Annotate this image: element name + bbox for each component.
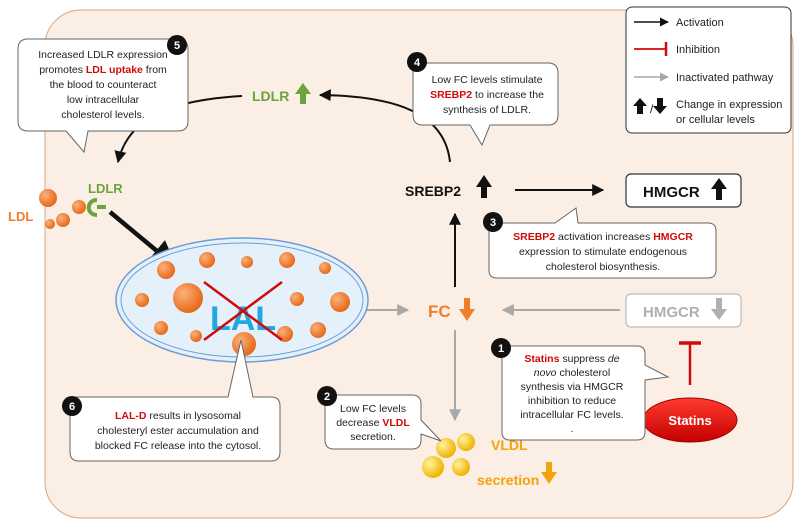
legend-up-arrow-icon bbox=[633, 98, 647, 114]
callout-2-line1: Low FC levels bbox=[340, 403, 406, 415]
srebp2-up-arrow-icon bbox=[476, 175, 492, 198]
legend-change-line2: or cellular levels bbox=[676, 114, 755, 126]
hmgcr-inactive-box bbox=[625, 293, 742, 328]
callout-6-line2: cholesteryl ester accumulation and bbox=[97, 425, 259, 437]
callout-1-badge bbox=[491, 338, 511, 358]
callout-4-line1: Low FC levels stimulate bbox=[432, 74, 543, 86]
callout-5-bubble bbox=[17, 38, 189, 154]
vldl-down-arrow-icon bbox=[541, 462, 557, 484]
ldl-label: LDL bbox=[8, 209, 33, 224]
callout-1-line2: novo cholesterol bbox=[534, 367, 610, 379]
callout-5: 5 Increased LDLR expression promotes LDL… bbox=[17, 35, 189, 154]
vldl-label-line2: secretion bbox=[477, 472, 539, 488]
callout-3-number: 3 bbox=[490, 217, 496, 229]
callout-1-line3: synthesis via HMGCR bbox=[521, 381, 624, 393]
callout-4-number: 4 bbox=[414, 57, 421, 69]
callout-2-line3: secretion. bbox=[350, 431, 396, 443]
callout-2-badge bbox=[317, 386, 337, 406]
callout-1-line5: intracellular FC levels. bbox=[520, 409, 623, 421]
callout-5-number: 5 bbox=[174, 40, 180, 52]
callout-4: 4 Low FC levels stimulate SREBP2 to incr… bbox=[407, 52, 559, 147]
callout-5-badge bbox=[167, 35, 187, 55]
callout-6: 6 LAL-D results in lysosomal cholesteryl… bbox=[62, 339, 281, 462]
callout-3-line2: expression to stimulate endogenous bbox=[519, 246, 687, 258]
callout-6-line1: LAL-D results in lysosomal bbox=[115, 410, 241, 422]
fc-label: FC bbox=[428, 302, 451, 321]
legend-change-line1: Change in expression bbox=[676, 99, 782, 111]
callout-5-line4: low intracellular bbox=[67, 94, 140, 106]
hmgcr-active-label: HMGCR bbox=[643, 184, 700, 201]
ldlr-top-label: LDLR bbox=[252, 88, 289, 104]
lal-cross-line-2 bbox=[203, 280, 283, 342]
callout-4-badge bbox=[407, 52, 427, 72]
legend-box bbox=[625, 6, 792, 134]
callout-1-line6: . bbox=[571, 423, 574, 435]
fc-down-arrow-icon bbox=[459, 298, 475, 321]
legend-activation-label: Activation bbox=[676, 17, 724, 29]
callout-6-line3: blocked FC release into the cytosol. bbox=[95, 440, 261, 452]
callout-3-line3: cholesterol biosynthesis. bbox=[546, 261, 660, 273]
vldl-particles bbox=[422, 433, 475, 478]
ldl-particles bbox=[39, 189, 86, 229]
callout-4-line3: synthesis of LDLR. bbox=[443, 104, 531, 116]
ldl-receptor-icon bbox=[86, 198, 98, 217]
legend: Activation Inhibition Inactivated pathwa… bbox=[625, 6, 792, 134]
callout-2: 2 Low FC levels decrease VLDL secretion. bbox=[317, 386, 442, 450]
ldlr-up-arrow-icon bbox=[295, 83, 311, 104]
statins-label: Statins bbox=[668, 413, 711, 428]
callout-1-number: 1 bbox=[498, 343, 504, 355]
callout-1-line4: inhibition to reduce bbox=[528, 395, 616, 407]
callout-6-number: 6 bbox=[69, 401, 75, 413]
legend-inactivated-label: Inactivated pathway bbox=[676, 72, 774, 84]
ldlr-receptor-label: LDLR bbox=[88, 181, 123, 196]
callout-2-line2: decrease VLDL bbox=[336, 417, 410, 429]
lysosome-droplets bbox=[135, 252, 350, 356]
callout-1: 1 Statins suppress de novo cholesterol s… bbox=[491, 338, 670, 441]
lal-label: LAL bbox=[210, 300, 276, 338]
callout-5-line3: the blood to counteract bbox=[50, 79, 157, 91]
callout-3: 3 SREBP2 activation increases HMGCR expr… bbox=[483, 207, 717, 279]
callout-2-number: 2 bbox=[324, 391, 330, 403]
srebp2-label: SREBP2 bbox=[405, 183, 461, 199]
legend-inhibition-label: Inhibition bbox=[676, 44, 720, 56]
callout-3-line1: SREBP2 activation increases HMGCR bbox=[513, 231, 693, 243]
callout-4-line2: SREBP2 to increase the bbox=[430, 89, 544, 101]
hmgcr-up-arrow-icon bbox=[711, 178, 727, 200]
callout-3-badge bbox=[483, 212, 503, 232]
callout-5-line5: cholesterol levels. bbox=[61, 109, 144, 121]
callout-1-line1: Statins suppress de bbox=[524, 353, 619, 365]
vldl-label-line1: VLDL bbox=[491, 437, 528, 453]
callout-5-line1: Increased LDLR expression bbox=[38, 49, 168, 61]
hmgcr-down-arrow-icon bbox=[711, 298, 727, 320]
hmgcr-active-box bbox=[625, 173, 742, 208]
callout-5-line2: promotes LDL uptake from bbox=[39, 64, 167, 76]
legend-down-arrow-icon bbox=[653, 98, 667, 114]
legend-separator: / bbox=[650, 102, 654, 116]
callout-6-badge bbox=[62, 396, 82, 416]
hmgcr-inactive-label: HMGCR bbox=[643, 304, 700, 321]
